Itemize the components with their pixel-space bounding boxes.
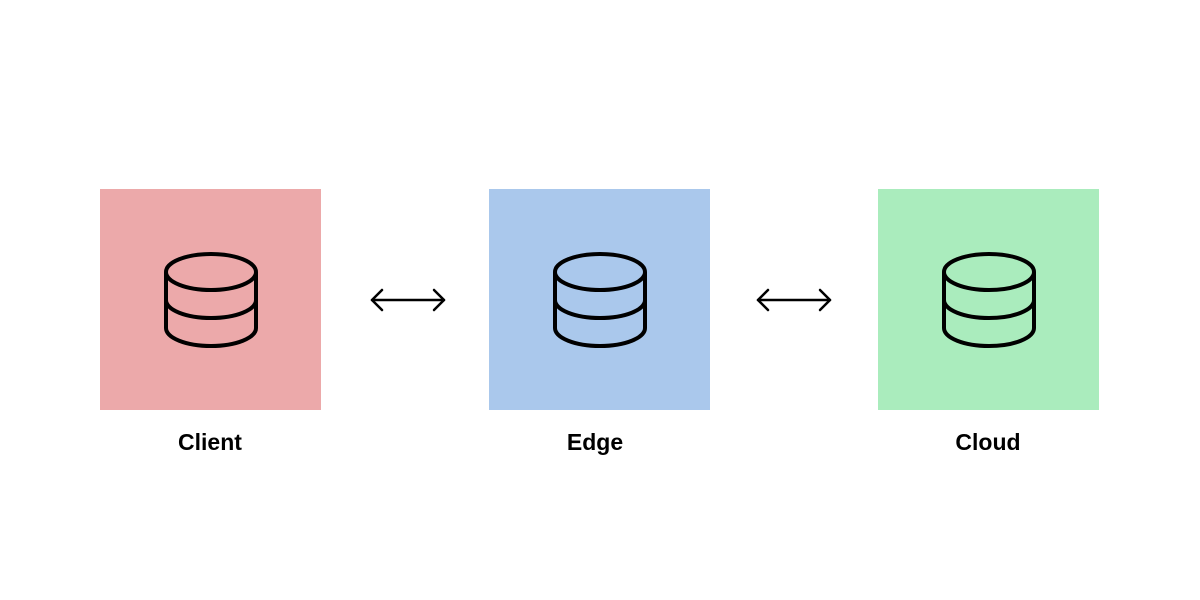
double-arrow-icon (756, 288, 832, 312)
edge-cloud-arrow (755, 287, 833, 313)
edge-node (489, 189, 710, 410)
double-arrow-icon (370, 288, 446, 312)
client-edge-arrow (369, 287, 447, 313)
database-icon (163, 251, 258, 348)
database-icon (552, 251, 647, 348)
edge-label: Edge (566, 429, 624, 455)
cloud-node (878, 189, 1099, 410)
cloud-label: Cloud (955, 429, 1021, 455)
client-node (100, 189, 321, 410)
client-label: Client (178, 429, 242, 455)
database-icon (941, 251, 1036, 348)
